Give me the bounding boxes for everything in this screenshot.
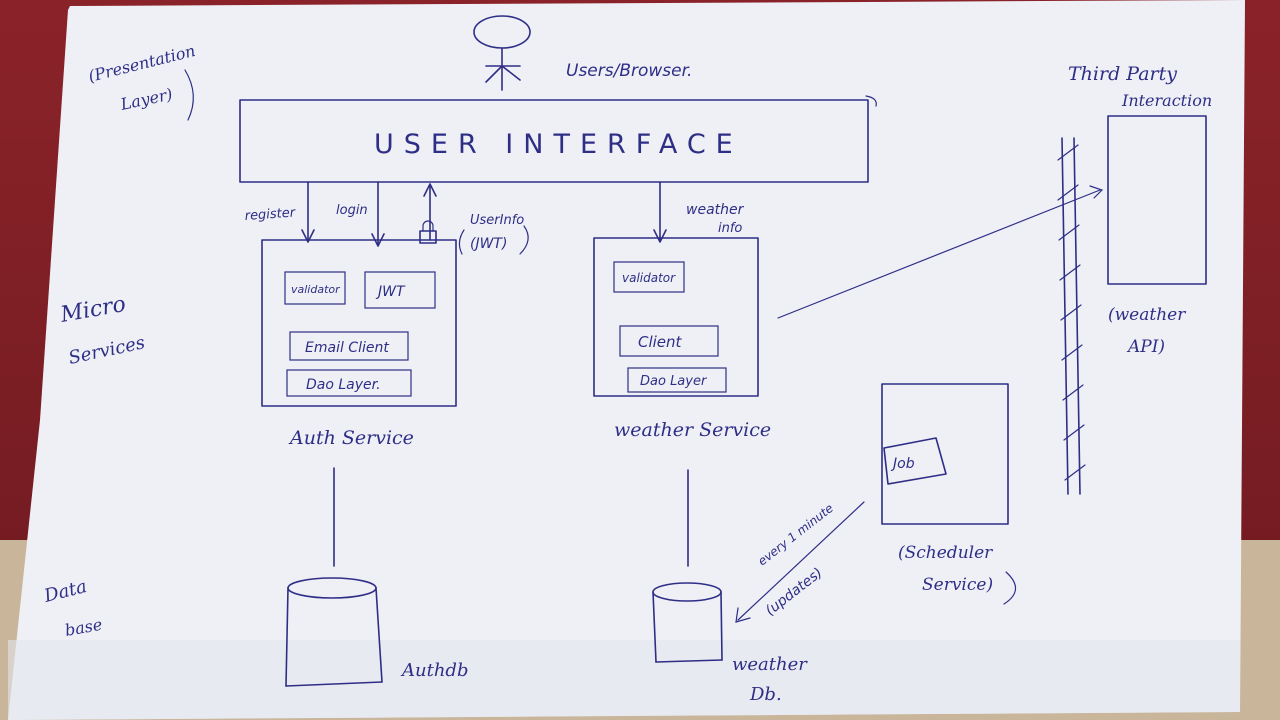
weather-service-label: weather Service <box>614 419 771 441</box>
weather-db-label: weather <box>732 654 808 675</box>
paper-shade <box>8 640 1240 720</box>
auth-validator-box <box>284 271 346 305</box>
scheduler-db-arrowhead <box>735 607 751 623</box>
login-label: login <box>336 203 368 218</box>
weather-api-label-2: API) <box>1126 337 1165 357</box>
scheduler-label-2: Service) <box>922 575 993 595</box>
weather-arrowhead <box>653 229 667 243</box>
auth-email-label: Email Client <box>305 340 389 356</box>
user-interface-box <box>239 99 869 183</box>
weather-info-label: weather <box>686 202 745 218</box>
auth-jwt-label: JWT <box>375 284 406 300</box>
auth-db-label: Authdb <box>400 660 468 681</box>
third-party-link-head <box>1089 185 1104 199</box>
users-browser-label: Users/Browser. <box>566 61 692 81</box>
auth-service-box <box>261 239 457 407</box>
userinfo-bracket <box>519 225 529 255</box>
weather-validator-box <box>613 261 685 293</box>
auth-jwt-box <box>364 271 436 309</box>
weather-dao-label: Dao Layer <box>640 374 708 389</box>
presentation-bracket <box>184 69 194 121</box>
scheduler-db-arrow <box>737 501 865 621</box>
lock-icon <box>419 220 437 244</box>
job-label: Job <box>890 456 915 472</box>
weather-db-cylinder-icon <box>652 582 723 663</box>
job-box <box>883 437 947 485</box>
scheduler-label: (Scheduler <box>898 543 993 563</box>
userinfo-bracket-left <box>458 229 465 255</box>
third-party-title: Third Party <box>1068 63 1177 85</box>
third-party-link <box>777 189 1101 319</box>
firewall-icon <box>1057 137 1086 495</box>
scheduler-service-box <box>881 383 1009 525</box>
third-party-box <box>1107 115 1207 285</box>
userinfo-label: UserInfo <box>470 213 524 228</box>
auth-validator-label: validator <box>291 283 341 296</box>
auth-email-box <box>289 331 409 361</box>
weather-client-label: Client <box>638 333 683 351</box>
weather-service-box <box>593 237 759 397</box>
auth-db-cylinder-icon <box>285 577 383 687</box>
user-figure-icon <box>473 15 531 91</box>
scheduler-bracket <box>1003 571 1017 605</box>
user-interface-title: USER INTERFACE <box>374 129 743 160</box>
auth-dao-label: Dao Layer. <box>306 377 381 393</box>
weather-validator-label: validator <box>622 271 676 285</box>
auth-service-label: Auth Service <box>288 427 414 449</box>
third-party-title-2: Interaction <box>1121 91 1212 110</box>
weather-api-label: (weather <box>1108 305 1186 325</box>
paper <box>8 0 1245 720</box>
weather-db-label-2: Db. <box>749 684 782 705</box>
ui-box-curl <box>865 95 877 107</box>
register-label: register <box>244 205 297 224</box>
jwt-label: (JWT) <box>470 236 507 252</box>
auth-dao-box <box>286 369 412 397</box>
weather-client-box <box>619 325 719 357</box>
weather-info-label-2: info <box>718 221 742 236</box>
weather-dao-box <box>627 367 727 393</box>
